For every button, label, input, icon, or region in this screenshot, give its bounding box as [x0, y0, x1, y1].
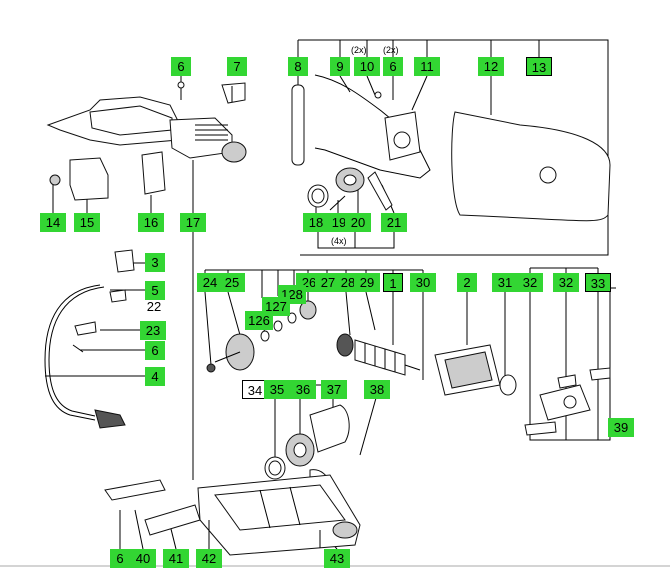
cap-part-31 [499, 374, 517, 396]
clamp-part-23 [74, 321, 97, 336]
label-15[interactable]: 15 [74, 213, 100, 232]
label-3[interactable]: 3 [145, 253, 165, 272]
label-41[interactable]: 41 [163, 549, 189, 568]
ring-part-18 [307, 184, 329, 208]
stator-part-2 [434, 344, 501, 396]
label-24[interactable]: 24 [197, 273, 223, 292]
lever-part-21 [367, 171, 393, 211]
screw-part-6c [72, 344, 84, 353]
motor-housing-part-17 [197, 474, 361, 556]
bearing-part-26 [299, 300, 317, 320]
label-37[interactable]: 37 [321, 380, 347, 399]
label-6a[interactable]: 6 [171, 57, 191, 76]
label-6c[interactable]: 6 [145, 341, 165, 360]
screw-part-6a [177, 81, 185, 100]
label-18[interactable]: 18 [303, 213, 329, 232]
label-13[interactable]: 13 [526, 57, 552, 76]
switch-part-3 [114, 249, 135, 273]
label-25[interactable]: 25 [219, 273, 245, 292]
label-43[interactable]: 43 [324, 549, 350, 568]
label-35[interactable]: 35 [264, 380, 290, 399]
upper-housing-part [46, 96, 247, 163]
label-12[interactable]: 12 [478, 57, 504, 76]
label-14[interactable]: 14 [40, 213, 66, 232]
clip-part-7 [221, 82, 246, 104]
rod-part-8 [291, 84, 305, 166]
slider-part-16 [141, 151, 166, 195]
sleeve-part-37 [309, 404, 350, 453]
label-7[interactable]: 7 [227, 57, 247, 76]
label-32b[interactable]: 32 [553, 273, 579, 292]
label-39[interactable]: 39 [608, 418, 634, 437]
label-6d[interactable]: 6 [110, 549, 130, 568]
bracket-part-40 [104, 479, 166, 501]
label-1[interactable]: 1 [383, 273, 403, 292]
gear-part-25 [214, 333, 255, 371]
small-parts-10-6 [374, 82, 394, 100]
bracket-part-11 [384, 111, 421, 161]
label-33[interactable]: 33 [585, 273, 611, 292]
label-30[interactable]: 30 [410, 273, 436, 292]
label-5[interactable]: 5 [145, 281, 165, 300]
label-42[interactable]: 42 [196, 549, 222, 568]
label-31[interactable]: 31 [492, 273, 518, 292]
label-126[interactable]: 126 [245, 311, 273, 330]
label-22[interactable]: 22 [146, 299, 162, 314]
label-32a[interactable]: 32 [517, 273, 543, 292]
washers-126-127-128 [260, 312, 297, 342]
label-6b[interactable]: 6 [383, 57, 403, 76]
ring-part-35 [264, 456, 286, 480]
plate-part-41 [144, 504, 201, 536]
armature-part-1 [336, 333, 421, 376]
label-36[interactable]: 36 [290, 380, 316, 399]
small-part-5-22 [109, 289, 127, 303]
label-11[interactable]: 11 [414, 57, 440, 76]
label-2[interactable]: 2 [457, 273, 477, 292]
qty-note-6: (2x) [383, 45, 399, 55]
label-4[interactable]: 4 [145, 367, 165, 386]
label-16[interactable]: 16 [138, 213, 164, 232]
label-29[interactable]: 29 [354, 273, 380, 292]
qty-note-4x: (4x) [331, 236, 347, 246]
screw-parts-6d-42-43 [119, 510, 321, 548]
wire-part-9 [314, 74, 431, 179]
label-27[interactable]: 27 [315, 273, 341, 292]
fan-part-36 [285, 433, 315, 467]
label-10[interactable]: 10 [354, 57, 380, 76]
leader-lines-top-group [297, 39, 609, 256]
screw-part-19 [329, 195, 346, 211]
pin-part-24 [206, 363, 216, 373]
label-21[interactable]: 21 [381, 213, 407, 232]
label-40[interactable]: 40 [130, 549, 156, 568]
label-17[interactable]: 17 [180, 213, 206, 232]
cord-part-4 [44, 284, 126, 429]
label-20[interactable]: 20 [345, 213, 371, 232]
label-23[interactable]: 23 [140, 321, 166, 340]
label-38[interactable]: 38 [364, 380, 390, 399]
brush-holder-parts-32-33 [524, 367, 611, 436]
blade-guard-part-12 [451, 111, 611, 222]
label-8[interactable]: 8 [288, 57, 308, 76]
knob-part-14 [49, 174, 61, 186]
qty-note-9: (2x) [351, 45, 367, 55]
bearing-part-20 [335, 167, 365, 193]
label-9[interactable]: 9 [330, 57, 350, 76]
cover-part-15 [69, 157, 109, 201]
